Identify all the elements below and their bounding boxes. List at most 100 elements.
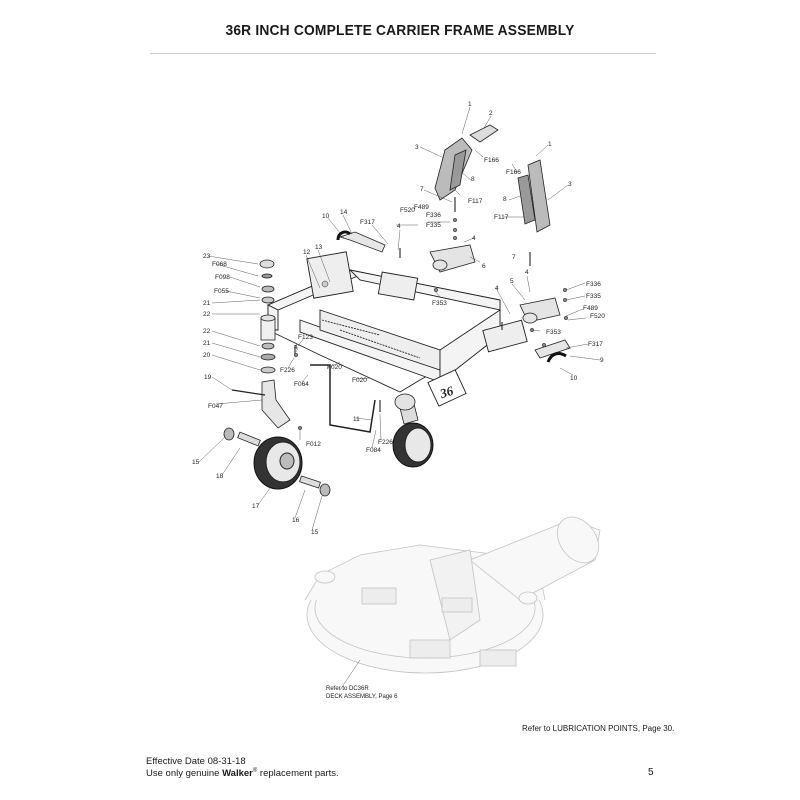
callout-f317a: F317 [360, 219, 375, 226]
callout-f047: F047 [208, 403, 223, 410]
callout-f117b: F117 [494, 214, 509, 221]
callout-11: 11 [353, 416, 360, 423]
axle-spacer-left [237, 431, 261, 447]
callout-f226b: F226 [378, 439, 393, 446]
callout-f489b: F489 [583, 305, 598, 312]
callout-f520a: F520 [400, 207, 415, 214]
callout-f353b: F353 [546, 329, 561, 336]
callout-f064: F064 [294, 381, 309, 388]
wire-bracket [310, 364, 376, 433]
handle-right [534, 339, 571, 359]
grip-left [336, 230, 352, 241]
callout-22b: 22 [203, 328, 211, 335]
callout-15b: 15 [311, 529, 319, 536]
callout-labels: 1 2 3 F166 8 1 F166 3 8 7 F117 F117 F520… [192, 101, 605, 536]
callout-f020a: F020 [327, 364, 342, 371]
callout-f353a: F353 [432, 300, 447, 307]
footer-suffix: replacement parts. [257, 768, 339, 780]
callout-22a: 22 [203, 311, 211, 318]
callout-2: 2 [489, 110, 493, 117]
footer-note: Use only genuine Walker® replacement par… [146, 768, 339, 779]
caster-stack [259, 259, 276, 374]
callout-f068: F068 [212, 261, 227, 268]
wheel-right [392, 393, 434, 468]
callout-f020b: F020 [352, 377, 367, 384]
callout-f012: F012 [306, 441, 321, 448]
pivot-arm-right [519, 297, 561, 324]
callout-f055: F055 [214, 288, 229, 295]
deck-ref-line1: Refer to DC36R [326, 686, 369, 692]
fastener-pins [294, 197, 531, 412]
handle-left [338, 231, 386, 253]
callout-f098: F098 [215, 274, 230, 281]
bearing-left-bottom [319, 483, 331, 497]
caster-fork-left [261, 379, 291, 429]
footer-reg: ® [252, 768, 258, 774]
callout-f123: F123 [298, 334, 313, 341]
callout-8b: 8 [503, 196, 507, 203]
axle-spacer-right [299, 475, 321, 489]
callout-16: 16 [292, 517, 300, 524]
caster-bolt [231, 389, 266, 396]
callout-10a: 10 [322, 213, 330, 220]
footer-prefix: Use only genuine [146, 768, 223, 780]
page-number: 5 [648, 767, 654, 778]
callout-20: 20 [203, 352, 211, 359]
footer-brand: Walker [222, 768, 253, 780]
callout-10b: 10 [570, 375, 578, 382]
callout-f520b: F520 [590, 313, 605, 320]
callout-21b: 21 [203, 340, 211, 347]
callout-4a: 4 [397, 223, 401, 230]
callout-13: 13 [315, 244, 323, 251]
lubrication-reference: Refer to LUBRICATION POINTS, Page 30. [522, 724, 675, 733]
callout-f084: F084 [366, 447, 381, 454]
callout-12: 12 [303, 249, 311, 256]
callout-14: 14 [340, 209, 348, 216]
deck-assembly-ghost [304, 516, 601, 674]
callout-18: 18 [216, 473, 224, 480]
spring-right [517, 159, 551, 233]
callout-17: 17 [252, 503, 260, 510]
callout-3b: 3 [568, 181, 572, 188]
callout-6: 6 [482, 263, 486, 270]
callout-f489a: F489 [414, 204, 429, 211]
callout-5: 5 [510, 278, 514, 285]
leader-lines [198, 106, 601, 691]
title-divider [150, 53, 656, 54]
callout-4c: 4 [525, 269, 529, 276]
callout-1a: 1 [468, 101, 472, 108]
deck-ref-line2: DECK ASSEMBLY, Page 6 [326, 694, 398, 700]
callout-19: 19 [204, 374, 212, 381]
callout-f226a: F226 [280, 367, 295, 374]
callout-f117a: F117 [468, 198, 483, 205]
callout-1b: 1 [548, 141, 552, 148]
callout-4e: 4 [294, 344, 298, 351]
callout-7a: 7 [420, 186, 424, 193]
callout-f317b: F317 [588, 341, 603, 348]
effective-date: Effective Date 08-31-18 [146, 756, 246, 767]
callout-4b: 4 [472, 235, 476, 242]
callout-8a: 8 [471, 176, 475, 183]
callout-23: 23 [203, 253, 211, 260]
callout-f166a: F166 [484, 157, 499, 164]
callout-f166b: F166 [506, 169, 521, 176]
page-title: 36R INCH COMPLETE CARRIER FRAME ASSEMBLY [225, 22, 575, 39]
frame-size-badge: 36 [437, 383, 455, 402]
callout-f335b: F335 [586, 293, 601, 300]
callout-21a: 21 [203, 300, 211, 307]
callout-f336b: F336 [586, 281, 601, 288]
wheel-left [253, 436, 303, 490]
callout-9: 9 [600, 357, 604, 364]
pivot-arm-left [429, 244, 476, 273]
spring-left [434, 137, 473, 201]
callout-7b: 7 [512, 254, 516, 261]
spring-bracket [469, 124, 499, 143]
callout-15a: 15 [192, 459, 200, 466]
callout-4d: 4 [495, 285, 499, 292]
callout-f336a: F336 [426, 212, 441, 219]
bearing-left-top [223, 427, 235, 441]
deck-assembly-reference: Refer to DC36R DECK ASSEMBLY, Page 6 [326, 685, 446, 701]
callout-f335a: F335 [426, 222, 441, 229]
callout-3a: 3 [415, 144, 419, 151]
